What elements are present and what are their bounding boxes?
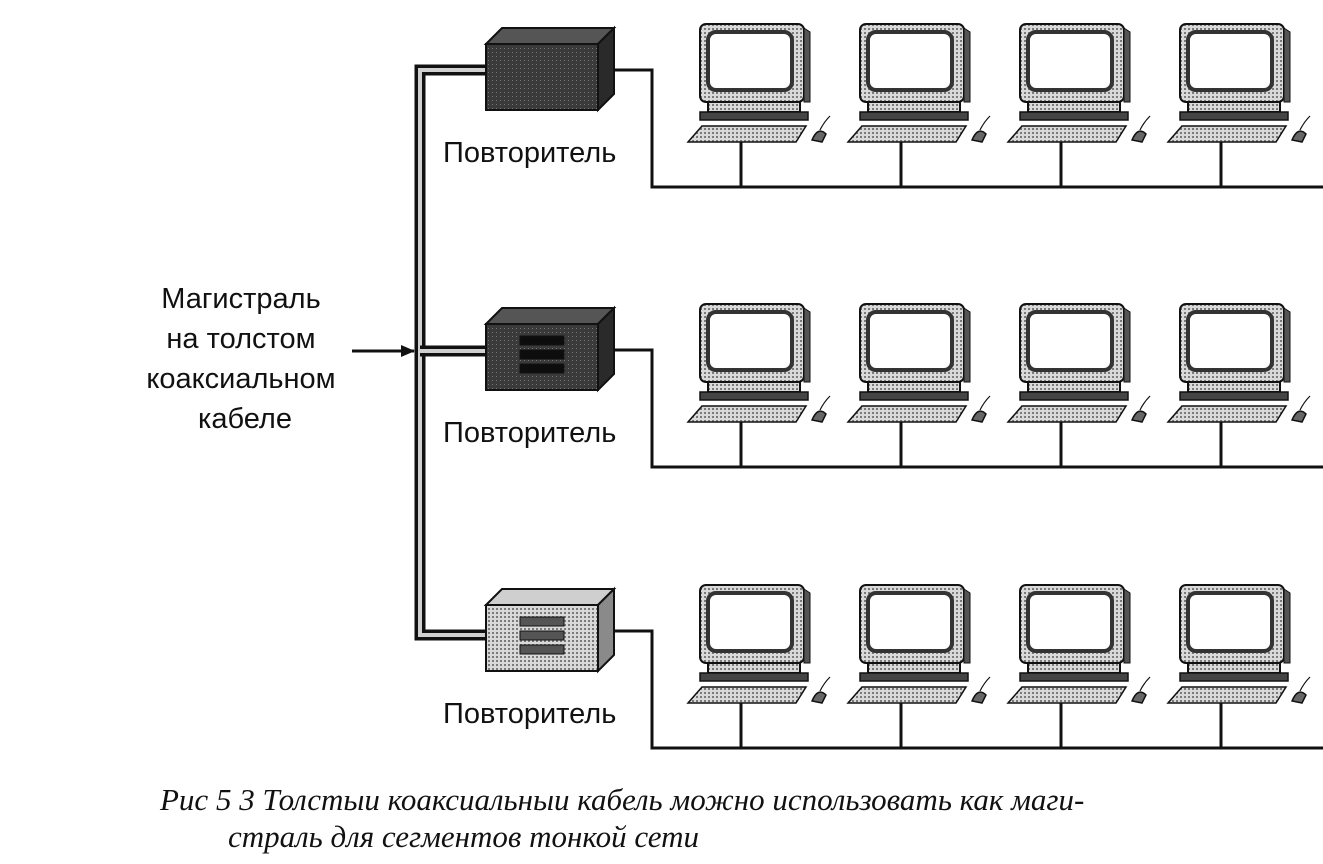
backbone-label-line-1: Магистраль xyxy=(161,283,320,315)
repeater-label-1: Повторитель xyxy=(443,137,616,169)
thin-segment-3: Повторитель xyxy=(443,584,1323,750)
thick-coax-backbone xyxy=(414,64,490,641)
computer-2-1 xyxy=(686,303,831,423)
computer-3-1 xyxy=(686,584,831,704)
repeater-label-2: Повторитель xyxy=(443,417,616,449)
computer-1-1 xyxy=(686,23,831,143)
computer-3-2 xyxy=(846,584,991,704)
thin-segment-1: Повторитель xyxy=(443,23,1323,189)
backbone-label: Магистраль на толстом коаксиальном кабел… xyxy=(146,283,343,435)
thin-coax-cable-2 xyxy=(614,348,1323,469)
thin-coax-cable-1 xyxy=(614,68,1323,189)
computer-2-2 xyxy=(846,303,991,423)
backbone-label-line-4: кабеле xyxy=(198,403,292,435)
backbone-label-line-3: коаксиальном xyxy=(146,363,335,395)
computer-3-4 xyxy=(1166,584,1311,704)
figure-caption-line-2: страль для сегментов тонкой сети xyxy=(228,819,699,854)
backbone-label-line-2: на толстом xyxy=(166,323,315,355)
computer-1-2 xyxy=(846,23,991,143)
repeater-3 xyxy=(483,586,617,674)
figure-caption: Рис 5 3 Толстыи коаксиальныи кабель можн… xyxy=(159,782,1092,854)
computer-3-3 xyxy=(1006,584,1151,704)
repeater-2 xyxy=(483,305,617,393)
computer-1-4 xyxy=(1166,23,1311,143)
computer-2-3 xyxy=(1006,303,1151,423)
repeater-1 xyxy=(483,25,617,113)
thin-segment-2: Повторитель xyxy=(443,303,1323,469)
repeater-label-3: Повторитель xyxy=(443,698,616,730)
computer-1-3 xyxy=(1006,23,1151,143)
computer-2-4 xyxy=(1166,303,1311,423)
thin-coax-cable-3 xyxy=(614,629,1323,750)
figure-caption-line-1: Рис 5 3 Толстыи коаксиальныи кабель можн… xyxy=(159,782,1084,817)
